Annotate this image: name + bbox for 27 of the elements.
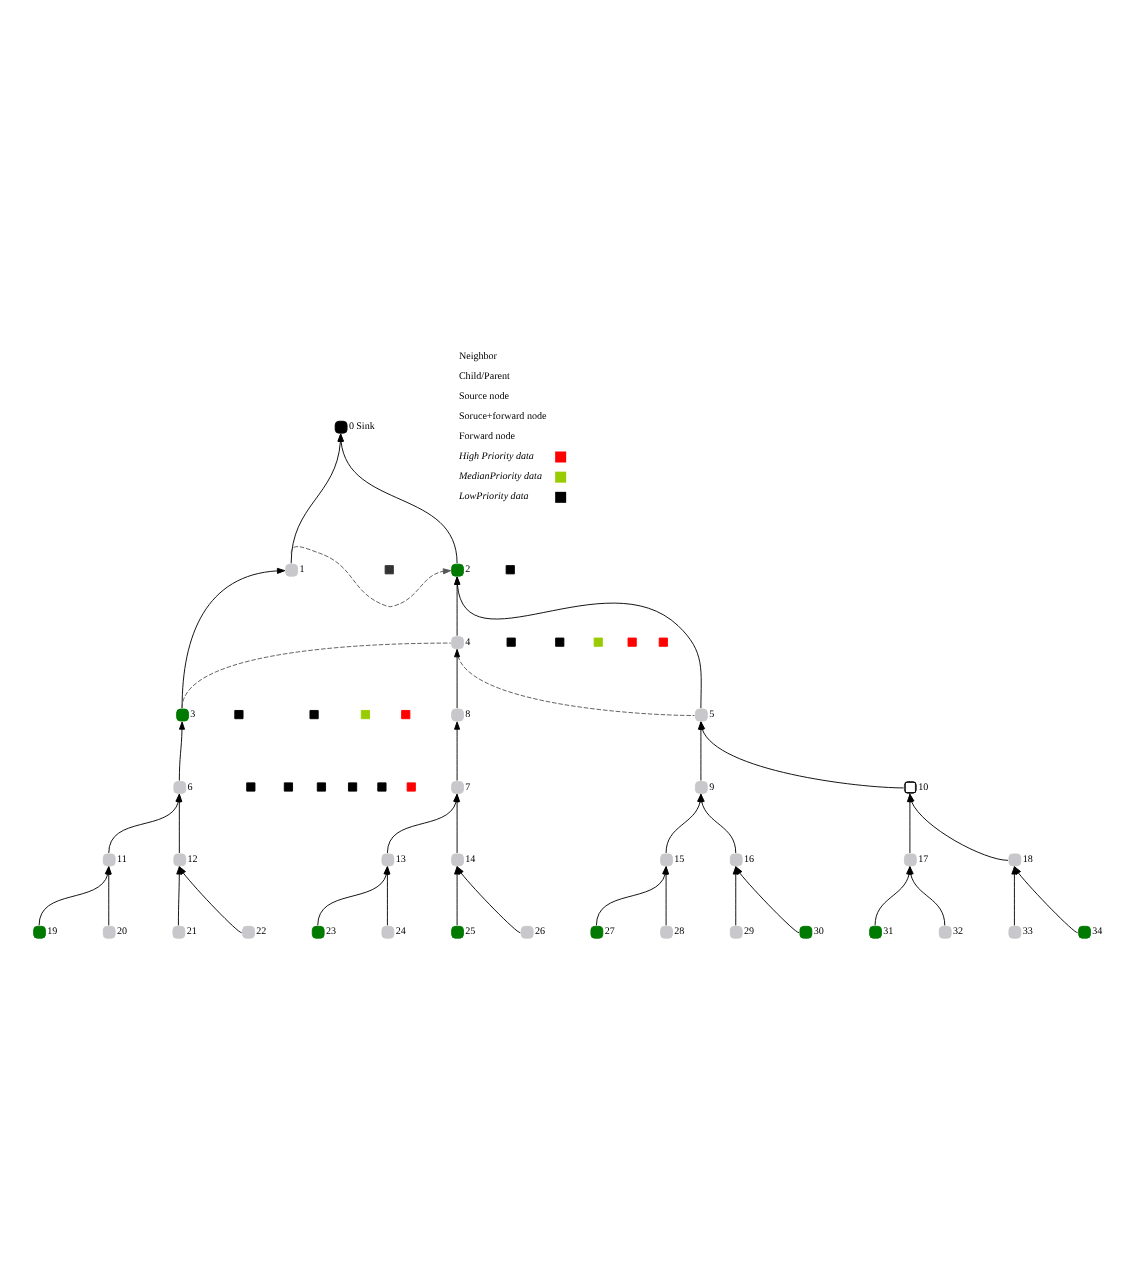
- node-box: [377, 781, 387, 791]
- arrow: [290, 545, 452, 607]
- arrow: [454, 720, 461, 781]
- node-box: [246, 781, 256, 791]
- arrow: [454, 648, 461, 708]
- connector: [456, 648, 695, 715]
- arrow: [454, 575, 461, 636]
- connector: [181, 641, 452, 708]
- node-box: [627, 636, 637, 646]
- node-box: [593, 636, 603, 646]
- node-box: [401, 709, 411, 719]
- node-box: [360, 709, 370, 719]
- arrow: [454, 575, 702, 708]
- arrow: [178, 720, 186, 781]
- node-box: [283, 781, 293, 791]
- node-box: [505, 564, 515, 574]
- arrow: [735, 865, 800, 933]
- node-box: [348, 781, 358, 791]
- arrow: [181, 566, 286, 708]
- node-box: [506, 636, 516, 646]
- node-box: [234, 709, 244, 719]
- node-box: [384, 564, 394, 574]
- node-box: [316, 781, 326, 791]
- node-box: [406, 781, 416, 791]
- node-box: [658, 636, 668, 646]
- node-box: [309, 709, 319, 719]
- node-box: [555, 636, 565, 646]
